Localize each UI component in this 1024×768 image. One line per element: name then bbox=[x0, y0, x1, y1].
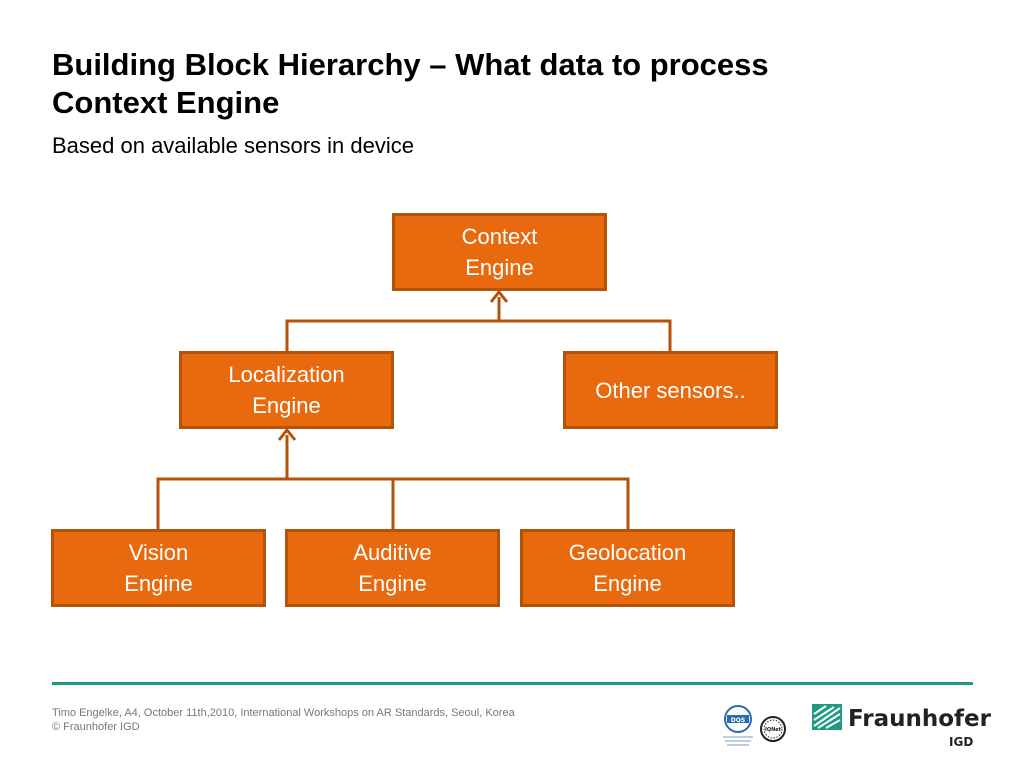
arrowhead-context-engine bbox=[489, 289, 509, 303]
connector-localization-to-context bbox=[285, 319, 499, 351]
slide-subtitle: Based on available sensors in device bbox=[52, 133, 415, 158]
iqnet-badge-icon: IQNet bbox=[760, 716, 786, 742]
vision-engine-label-line-2: Engine bbox=[124, 571, 193, 596]
geolocation-engine-box: Geolocation Engine bbox=[520, 529, 735, 607]
other-sensors-label: Other sensors.. bbox=[595, 377, 746, 403]
auditive-engine-box: Auditive Engine bbox=[285, 529, 500, 607]
localization-engine-label-line-1: Localization bbox=[228, 362, 345, 387]
geolocation-engine-label-line-2: Engine bbox=[593, 571, 662, 596]
footer-divider bbox=[52, 682, 973, 685]
iqnet-badge-label: IQNet bbox=[765, 727, 782, 733]
context-engine-box: Context Engine bbox=[392, 213, 607, 291]
context-engine-label-line-1: Context bbox=[461, 224, 538, 249]
connector-geolocation-to-localization bbox=[287, 477, 630, 529]
connector-vision-to-localization bbox=[156, 477, 287, 529]
slide-title-line-2: Context Engine bbox=[52, 85, 280, 120]
svg-text:DQS: DQS bbox=[731, 717, 745, 724]
fraunhofer-mark-icon bbox=[812, 704, 842, 730]
fraunhofer-wordmark: Fraunhofer bbox=[848, 706, 991, 732]
geolocation-engine-label-line-1: Geolocation bbox=[568, 540, 687, 565]
context-engine-label-line-2: Engine bbox=[465, 255, 534, 280]
other-sensors-box: Other sensors.. bbox=[563, 351, 778, 429]
fraunhofer-logo: Fraunhofer IGD bbox=[812, 702, 991, 752]
slide-title: Building Block Hierarchy – What data to … bbox=[52, 46, 769, 122]
slide-title-line-1: Building Block Hierarchy – What data to … bbox=[52, 47, 769, 82]
connector-other-to-context bbox=[499, 319, 672, 351]
certification-logos: DQS IQNet bbox=[723, 705, 786, 746]
footer-credit: Timo Engelke, A4, October 11th,2010, Int… bbox=[52, 707, 515, 719]
localization-engine-label-line-2: Engine bbox=[252, 393, 321, 418]
footer-copyright: © Fraunhofer IGD bbox=[52, 721, 140, 733]
igd-wordmark: IGD bbox=[949, 735, 974, 749]
auditive-engine-label-line-1: Auditive bbox=[353, 540, 432, 565]
vision-engine-label-line-1: Vision bbox=[128, 540, 189, 565]
dqs-certification-icon: DQS bbox=[723, 705, 753, 746]
vision-engine-box: Vision Engine bbox=[51, 529, 266, 607]
localization-engine-box: Localization Engine bbox=[179, 351, 394, 429]
arrowhead-localization-engine bbox=[277, 427, 297, 441]
auditive-engine-label-line-2: Engine bbox=[358, 571, 427, 596]
footer-text: Timo Engelke, A4, October 11th,2010, Int… bbox=[52, 706, 515, 734]
